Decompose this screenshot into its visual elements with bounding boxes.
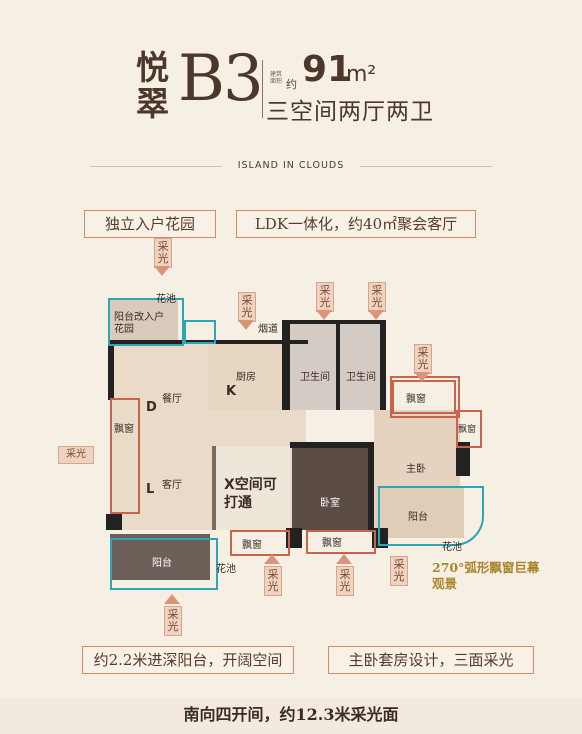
area-unit: m² [346,62,377,87]
callout-ldk: LDK一体化，约40㎡聚会客厅 [236,210,476,238]
light-badge-9: 采光 [390,556,408,586]
master-balcony-outline [378,486,484,546]
layout-summary: 三空间两厅两卫 [266,99,434,125]
light-badge-2: 采光 [238,292,256,322]
area-value: 91 [302,49,353,90]
flue-outline [184,320,216,344]
bay-window-bed [306,530,376,554]
callout-entrance-garden: 独立入户花园 [84,210,216,238]
project-name: 悦翠 [136,48,169,123]
living-balcony-outline [110,538,218,590]
light-badge-4: 采光 [368,282,386,312]
wall [212,446,216,530]
light-badge-10: 采光 [164,606,182,636]
floor-plan: 花池 阳台改入户花园 烟道 厨房 K 餐厅 D 客厅 L 卫生间 卫生间 X空间… [96,280,506,610]
label-bay-window-bed: 飘窗 [322,538,342,549]
label-dining: 餐厅 [162,394,182,405]
living-balcony-area [110,534,210,580]
header-divider [262,60,263,118]
label-living-l: L [146,482,155,497]
label-master: 主卧 [406,464,426,475]
bay-window-left [110,398,140,514]
label-balcony-garden: 阳台改入户花园 [114,312,164,335]
kitchen-area [208,340,286,410]
label-flue: 烟道 [258,324,278,335]
label-garden-pool-top: 花池 [156,294,176,305]
wall [290,442,374,448]
label-balcony-master: 阳台 [408,512,428,523]
bedroom-area [292,446,372,530]
arrow-down-icon [368,310,384,320]
arrow-up-icon [336,554,352,564]
label-bay-window-top: 飘窗 [406,394,426,405]
wall [290,320,386,324]
arrow-down-icon [238,320,254,330]
wall [336,324,340,410]
light-badge-5: 采光 [414,344,432,374]
arrow-down-icon [316,310,332,320]
label-garden-pool-right: 花池 [442,542,462,553]
label-dining-d: D [146,400,157,415]
callout-balcony: 约2.2米进深阳台，开阔空间 [82,646,294,674]
x-space-area [214,446,290,530]
wall [108,340,114,400]
label-garden-pool-bottom: 花池 [216,564,236,575]
wall [106,514,122,530]
wall [286,528,302,548]
garden-outline [108,298,184,346]
bottom-summary: 南向四开间，约12.3米采光面 [0,698,582,734]
label-bay-window-x: 飘窗 [242,540,262,551]
label-balcony-living: 阳台 [152,558,172,569]
area-approx: 约 [286,78,297,91]
label-bay-window-left: 飘窗 [114,424,134,435]
wall [380,320,386,410]
label-bath-1: 卫生间 [300,372,330,383]
subtitle: ISLAND IN CLOUDS [237,160,345,171]
arrow-down-icon [154,266,170,276]
bay-window-x [230,530,290,556]
label-bay-window-right: 飘窗 [458,425,477,435]
light-badge-3: 采光 [316,282,334,312]
callout-master: 主卧套房设计，三面采光 [328,646,534,674]
bay-window-right [456,410,482,448]
label-bath-2: 卫生间 [346,372,376,383]
model-code: B3 [178,42,264,116]
label-bedroom: 卧室 [320,498,340,509]
subtitle-rule-right [360,166,492,167]
label-living: 客厅 [162,480,182,491]
garden-top-area [108,300,178,340]
light-badge-1: 采光 [154,238,172,268]
bay-window-note: 270°弧形飘窗巨幕观景 [432,560,540,591]
light-badge-7: 采光 [264,566,282,596]
subtitle-rule-left [90,166,222,167]
wall [456,442,470,476]
label-x-space: X空间可打通 [224,477,277,511]
light-badge-6: 采光 [58,446,94,464]
wall [282,320,290,410]
arrow-down-icon [414,372,430,382]
area-label: 建筑面积 [270,71,283,85]
arrow-up-icon [164,594,180,604]
light-badge-8: 采光 [336,566,354,596]
label-kitchen-k: K [226,384,237,399]
arrow-up-icon [264,554,280,564]
wall [368,442,374,532]
label-kitchen: 厨房 [236,372,256,383]
